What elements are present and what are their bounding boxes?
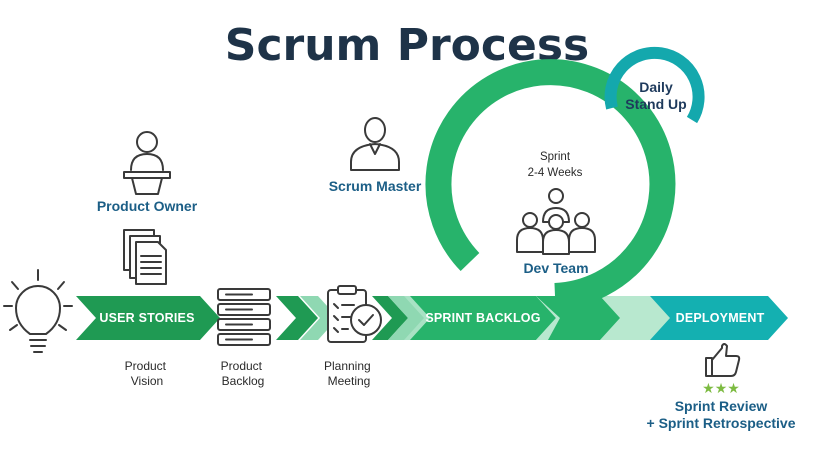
sprint-ring-tail [536, 296, 620, 340]
stage-label-sprint-backlog: SPRINT BACKLOG [425, 311, 540, 325]
team-icon [516, 188, 596, 255]
daily-standup-line1: Daily [639, 79, 673, 95]
sprint-cycle: Daily Stand Up Sprint 2-4 Weeks Dev Team [425, 46, 705, 340]
sprint-duration: 2-4 Weeks [528, 167, 583, 179]
lightbulb-icon [3, 269, 73, 353]
stage-label-user-stories: USER STORIES [99, 311, 194, 325]
documents-icon [123, 229, 167, 285]
chevron-3 [372, 296, 408, 340]
review-line1: Sprint Review [675, 398, 768, 414]
podium-person-icon [123, 131, 171, 195]
clipboard-check-icon [327, 285, 382, 343]
thumbs-up-icon [705, 343, 741, 377]
daily-standup-line2: Stand Up [625, 96, 686, 112]
chevron-4 [388, 296, 424, 340]
sprint-label: Sprint [540, 151, 571, 163]
role-scrum-master: Scrum Master [329, 178, 422, 194]
role-dev-team: Dev Team [523, 260, 588, 276]
caption-planning-meeting: Planning Meeting [324, 359, 374, 388]
role-product-owner: Product Owner [97, 198, 198, 214]
process-arrow-band: USER STORIES SPRINT BACKLOG DEPLOYMENT [76, 296, 788, 340]
review-line2: + Sprint Retrospective [647, 415, 796, 431]
daily-standup-ring [604, 46, 705, 124]
server-stack-icon [217, 288, 271, 346]
sprint-backlog-arrow [410, 296, 556, 340]
star-rating: ★★★ [702, 380, 740, 396]
deployment-arrow [650, 296, 788, 340]
person-icon [350, 117, 400, 171]
caption-product-vision: Product Vision [125, 359, 170, 388]
chevron-1 [276, 296, 318, 340]
user-stories-arrow [76, 296, 220, 340]
stage-label-deployment: DEPLOYMENT [676, 311, 765, 325]
sprint-ring [425, 59, 676, 309]
caption-product-backlog: Product Backlog [221, 359, 266, 388]
